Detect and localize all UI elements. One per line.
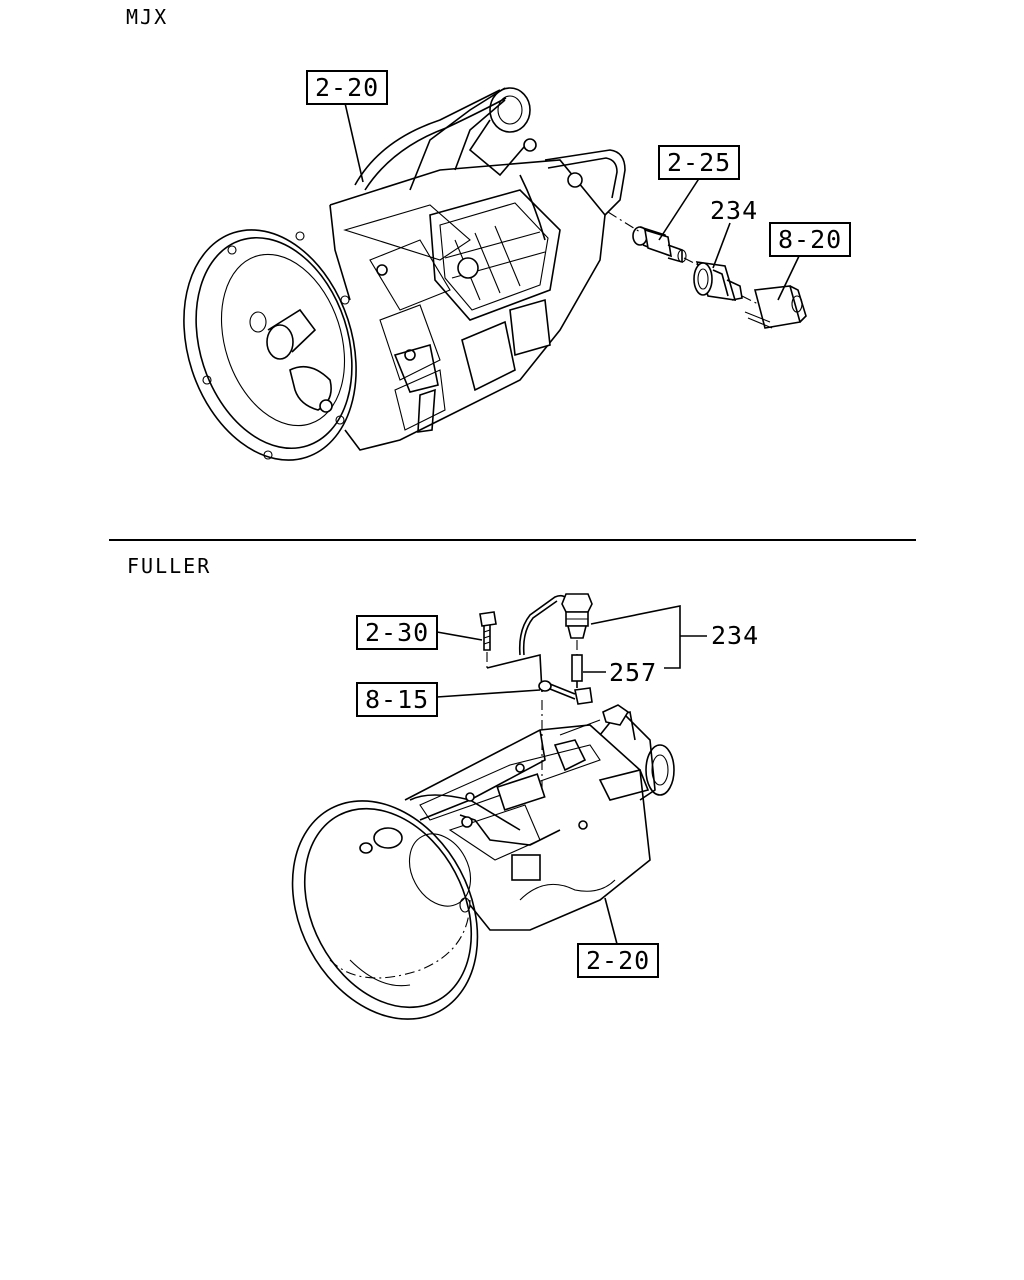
leader-mjx-2-20 — [344, 102, 364, 183]
leader-fuller-2-20 — [604, 897, 618, 945]
section-title-mjx: MJX — [126, 5, 169, 29]
leader-mjx-234 — [712, 222, 731, 269]
fuller-clip-part — [538, 680, 593, 705]
callout-fuller-clip: 8-15 — [356, 682, 439, 717]
mjx-pressure-switch-part — [693, 261, 743, 301]
label-fuller-switch: 234 — [711, 621, 760, 650]
fuller-harness-part — [571, 654, 583, 688]
callout-mjx-connector: 8-20 — [769, 222, 852, 257]
leader-fuller-8-15 — [436, 689, 541, 698]
leader-mjx-2-25 — [658, 176, 701, 241]
bracket-fuller-234 — [590, 605, 681, 669]
fuller-pressure-switch-part — [561, 593, 593, 639]
callout-mjx-adapter: 2-25 — [658, 145, 741, 180]
label-mjx-switch: 234 — [710, 196, 759, 225]
mjx-adapter-part — [632, 226, 687, 264]
label-fuller-harness: 257 — [609, 658, 658, 687]
fuller-bolt-part — [479, 611, 497, 651]
mjx-connector-part — [744, 285, 807, 329]
fuller-transmission-drawing — [291, 704, 675, 1020]
callout-fuller-transmission: 2-20 — [577, 943, 660, 978]
leader-mjx-8-20 — [777, 253, 801, 301]
leader-fuller-2-30 — [436, 631, 483, 641]
mjx-transmission-drawing — [183, 87, 626, 461]
callout-mjx-transmission: 2-20 — [306, 70, 389, 105]
section-title-fuller: FULLER — [127, 554, 212, 578]
callout-fuller-bolt: 2-30 — [356, 615, 439, 650]
